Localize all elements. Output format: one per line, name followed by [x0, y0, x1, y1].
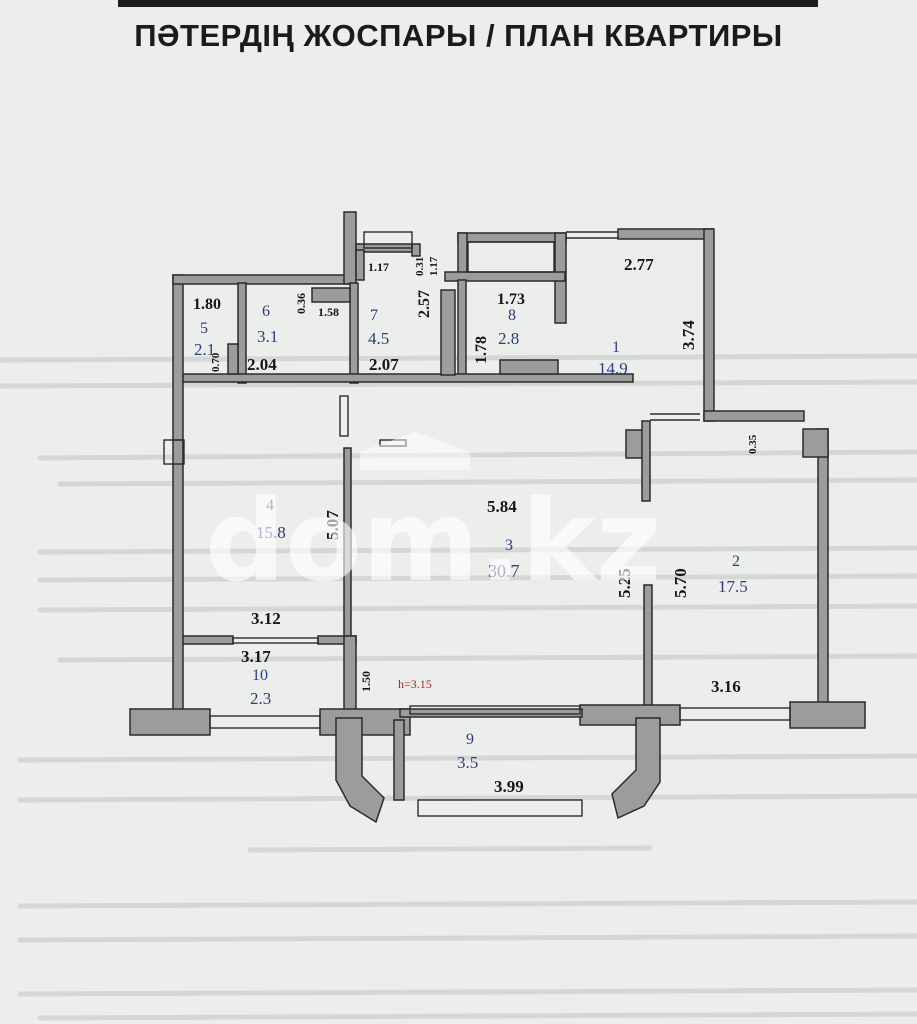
dim-3-17: 3.17 — [241, 647, 271, 666]
dim-1-73: 1.73 — [497, 291, 525, 308]
dim-0-31: 0.31 — [414, 257, 426, 276]
house-icon — [360, 432, 470, 470]
dim-1-50: 1.50 — [359, 671, 373, 692]
dim-1-80: 1.80 — [193, 296, 221, 313]
dim-3-99: 3.99 — [494, 777, 524, 796]
dim-3-12: 3.12 — [251, 609, 281, 628]
background-text-lines — [0, 353, 917, 1021]
room-3-number: 3 — [505, 537, 513, 554]
room-7-number: 7 — [370, 307, 378, 324]
dim-3-74: 3.74 — [679, 320, 698, 350]
dim-3-16: 3.16 — [711, 677, 741, 696]
room-2-number: 2 — [732, 553, 740, 570]
room-4-area: 15.8 — [256, 523, 286, 542]
top-border-bar — [118, 0, 818, 7]
room-7-area: 4.5 — [368, 329, 389, 348]
dim-2-07: 2.07 — [369, 355, 399, 374]
dim-1-58: 1.58 — [318, 305, 339, 319]
room-3-area: 30.7 — [488, 561, 520, 581]
walls — [129, 211, 866, 824]
watermark: dom.kz — [205, 432, 661, 607]
dim-5-25: 5.25 — [615, 568, 634, 598]
dim-0-70: 0.70 — [210, 352, 222, 372]
dim-1-78: 1.78 — [473, 336, 490, 364]
room-1-number: 1 — [612, 339, 620, 356]
room-1-area: 14.9 — [598, 359, 628, 378]
dim-2-04: 2.04 — [247, 355, 277, 374]
room-5-number: 5 — [200, 320, 208, 337]
dim-2-57: 2.57 — [416, 290, 433, 318]
room-9-area: 3.5 — [457, 753, 478, 772]
dim-0-36: 0.36 — [294, 293, 308, 314]
room-4-number: 4 — [266, 497, 274, 514]
dim-5-70: 5.70 — [671, 568, 690, 598]
window-lines — [163, 231, 791, 817]
room-8-number: 8 — [508, 307, 516, 324]
watermark-text: dom.kz — [205, 477, 661, 607]
dim-0-35: 0.35 — [747, 434, 759, 454]
room-9-number: 9 — [466, 731, 474, 748]
room-labels: 1 14.9 2 17.5 3 30.7 4 15.8 5 2.1 6 3.1 … — [194, 303, 748, 772]
dim-2-77: 2.77 — [624, 255, 654, 274]
room-6-number: 6 — [262, 303, 270, 320]
room-5-area: 2.1 — [194, 340, 215, 359]
room-8-area: 2.8 — [498, 329, 519, 348]
dimension-labels: 1.80 0.36 1.58 0.70 2.04 1.17 0.31 1.17 … — [193, 255, 759, 796]
plan-title: ПӘТЕРДІҢ ЖОСПАРЫ / ПЛАН КВАРТИРЫ — [134, 18, 783, 53]
ceiling-height-label: h=3.15 — [398, 677, 432, 691]
room-10-number: 10 — [252, 667, 268, 684]
dim-1-17b: 1.17 — [428, 256, 440, 276]
dim-1-17a: 1.17 — [368, 260, 389, 274]
dim-5-84: 5.84 — [487, 497, 517, 516]
room-2-area: 17.5 — [718, 577, 748, 596]
room-10-area: 2.3 — [250, 689, 271, 708]
dim-5-07: 5.07 — [323, 510, 342, 540]
room-6-area: 3.1 — [257, 327, 278, 346]
